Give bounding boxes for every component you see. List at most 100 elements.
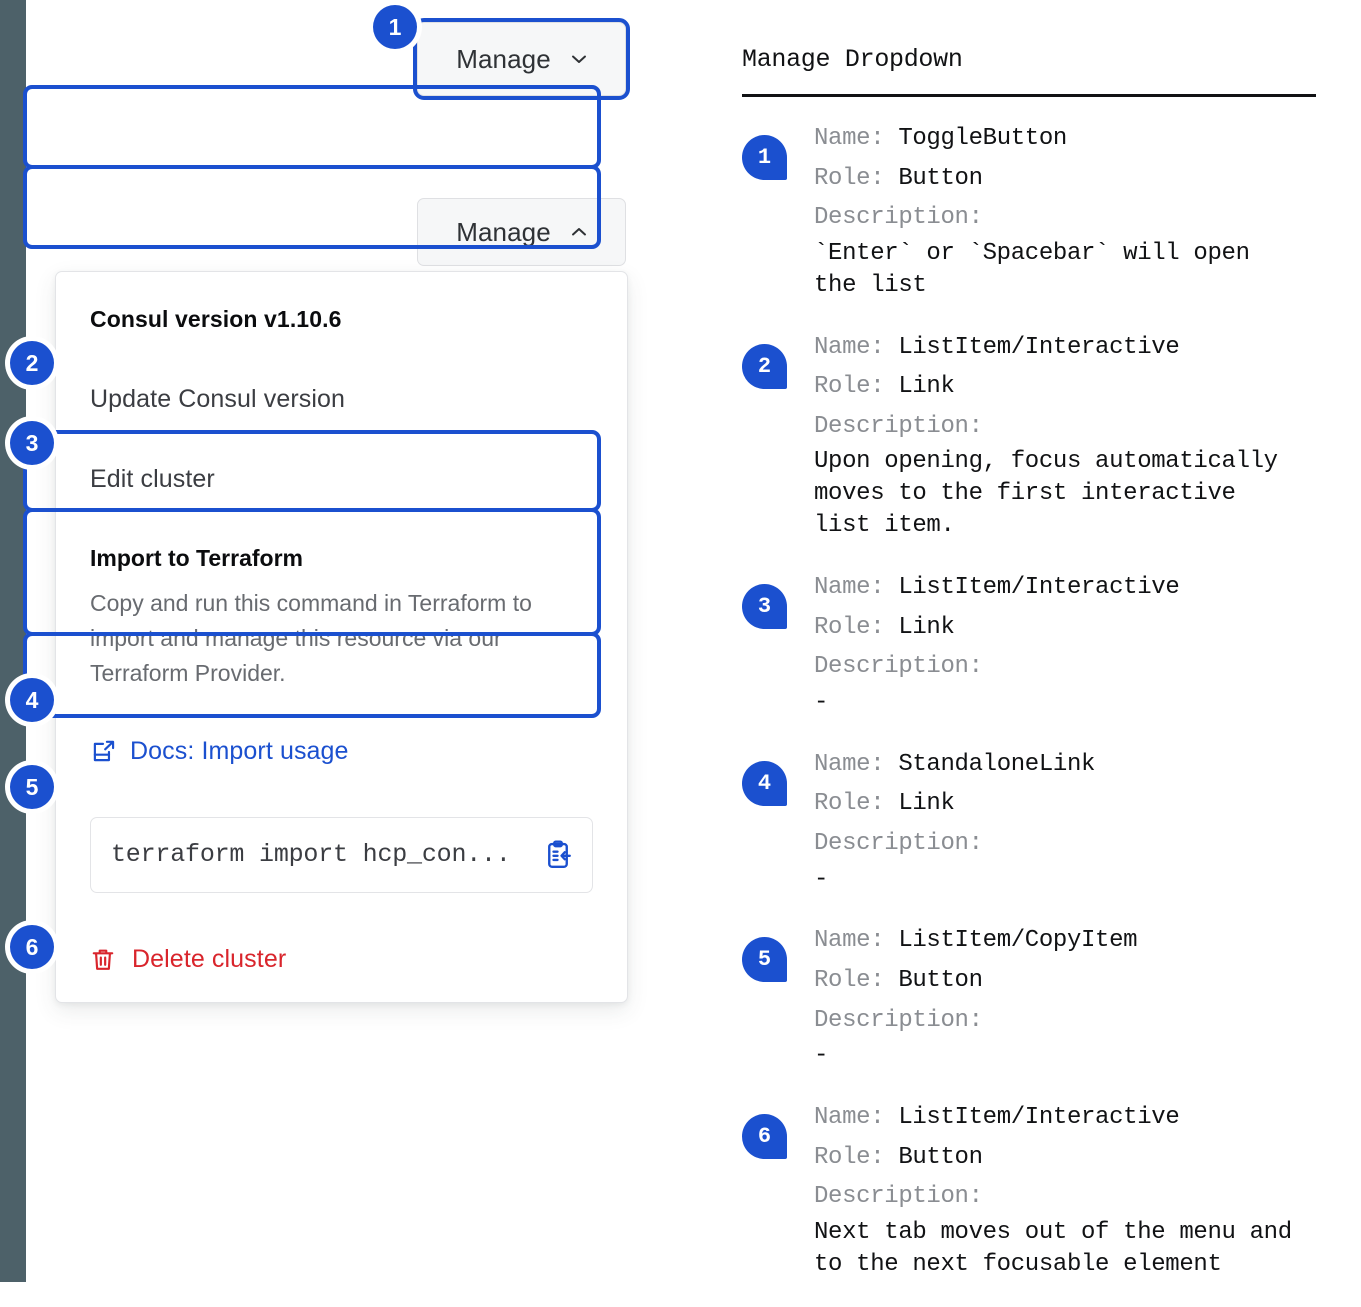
doc-entry-role-value: Link <box>898 790 955 818</box>
terraform-import-command-field[interactable]: terraform import hcp_con... <box>90 816 593 893</box>
doc-entry-pin-badge: 1 <box>742 135 787 180</box>
doc-entry-name-label: Name: <box>814 574 899 602</box>
doc-entry-name-value: ListItem/CopyItem <box>898 927 1138 955</box>
doc-entry-role-label: Role: <box>814 373 899 401</box>
doc-entry-role-value: Button <box>898 164 983 192</box>
consul-version-heading: Consul version v1.10.6 <box>90 306 342 332</box>
marker-badge-6: 6 <box>10 925 54 969</box>
manage-dropdown-menu: Consul version v1.10.6 Update Consul ver… <box>55 271 628 1003</box>
doc-entry-name: Name: ListItem/Interactive <box>814 1098 1342 1138</box>
terraform-command-value: terraform import hcp_con... <box>111 840 511 870</box>
marker-badge-1: 1 <box>373 5 417 49</box>
manage-button-label: Manage <box>456 43 551 74</box>
doc-title-divider <box>742 94 1316 97</box>
menu-item-delete-cluster[interactable]: Delete cluster <box>56 918 627 1002</box>
menu-item-label: Update Consul version <box>90 384 346 413</box>
doc-entry-name: Name: ListItem/CopyItem <box>814 921 1342 961</box>
doc-entry-pin-badge: 2 <box>742 343 787 389</box>
doc-entry-description-label: Description: <box>814 653 983 681</box>
doc-entry-description-value: `Enter` or `Spacebar` will open the list <box>814 239 1250 299</box>
doc-entry-name-value: ListItem/Interactive <box>898 333 1180 361</box>
doc-entry-role: Role: Link <box>814 367 1342 407</box>
doc-entry-name-label: Name: <box>814 333 899 361</box>
doc-entry-description-value: Upon opening, focus automatically moves … <box>814 448 1278 540</box>
doc-entry-role-label: Role: <box>814 164 899 192</box>
doc-entry-role: Role: Button <box>814 1138 1342 1178</box>
doc-entry-name: Name: ListItem/Interactive <box>814 568 1342 608</box>
doc-entry-description-value: - <box>814 1042 829 1070</box>
menu-item-label: Docs: Import usage <box>130 737 349 766</box>
doc-entry-description-value: - <box>814 865 829 893</box>
doc-entry-role-label: Role: <box>814 967 899 995</box>
doc-entry-name-value: ListItem/Interactive <box>898 1104 1180 1132</box>
doc-entry-description-label: Description: <box>814 1183 983 1211</box>
doc-entry-name-value: StandaloneLink <box>898 750 1096 778</box>
doc-entry-role-label: Role: <box>814 1143 899 1171</box>
doc-entry-role-value: Link <box>898 613 955 641</box>
doc-entry-name-label: Name: <box>814 1104 899 1132</box>
doc-entry-description-label: Description: <box>814 829 983 857</box>
doc-entry-description-label: Description: <box>814 412 983 440</box>
doc-entry-pin-badge: 5 <box>742 937 787 983</box>
doc-entry-role-value: Link <box>898 373 955 401</box>
doc-entry-role: Role: Button <box>814 159 1342 199</box>
doc-entry-description-label: Description: <box>814 204 983 232</box>
terraform-import-command-row: terraform import hcp_con... <box>56 792 627 918</box>
manage-dropdown-demo-pane: Manage Manage Consul version v1.10.6 Upd… <box>10 0 660 1282</box>
doc-entry-name-value: ToggleButton <box>898 125 1067 152</box>
doc-entry-name-label: Name: <box>814 927 899 955</box>
doc-entry-description-value: Next tab moves out of the menu and to th… <box>814 1218 1292 1278</box>
doc-entry-name: Name: ToggleButton <box>814 119 1342 159</box>
marker-badge-3: 3 <box>10 421 54 465</box>
doc-entry-role-label: Role: <box>814 790 899 818</box>
doc-entry-description-label: Description: <box>814 1006 983 1034</box>
doc-entry-name: Name: ListItem/Interactive <box>814 328 1342 368</box>
menu-item-label: Edit cluster <box>90 464 215 493</box>
menu-item-docs-import-usage[interactable]: Docs: Import usage <box>56 712 627 792</box>
doc-entry-role: Role: Button <box>814 961 1342 1001</box>
doc-entry-pin-badge: 4 <box>742 760 787 806</box>
doc-entry-name-value: ListItem/Interactive <box>898 574 1180 602</box>
doc-entry-role-label: Role: <box>814 613 899 641</box>
doc-entry-pin-badge: 6 <box>742 1114 787 1160</box>
doc-entry-role: Role: Link <box>814 608 1342 648</box>
left-rail <box>0 0 26 1282</box>
chevron-up-icon <box>569 222 587 240</box>
doc-entry-name-label: Name: <box>814 750 899 778</box>
doc-entry-role: Role: Link <box>814 784 1342 824</box>
doc-entry-name-label: Name: <box>814 125 899 152</box>
clipboard-copy-icon[interactable] <box>544 839 574 870</box>
menu-item-edit-cluster[interactable]: Edit cluster <box>56 439 627 519</box>
manage-button-label: Manage <box>456 216 551 247</box>
focus-outline-update-consul-version <box>23 85 601 169</box>
chevron-down-icon <box>569 49 587 67</box>
manage-toggle-button-expanded[interactable]: Manage <box>417 198 626 266</box>
doc-entry-role-value: Button <box>898 1143 983 1171</box>
doc-entry-description-value: - <box>814 688 829 716</box>
doc-entry-role-value: Button <box>898 967 983 995</box>
menu-item-update-consul-version[interactable]: Update Consul version <box>56 359 627 439</box>
docs-external-link-icon <box>90 739 116 765</box>
marker-badge-2: 2 <box>10 341 54 385</box>
manage-toggle-button-collapsed[interactable]: Manage <box>413 18 630 100</box>
import-to-terraform-description: Copy and run this command in Terraform t… <box>90 590 532 687</box>
menu-item-label: Delete cluster <box>132 945 287 974</box>
doc-entry-pin-badge: 3 <box>742 584 787 630</box>
import-to-terraform-title: Import to Terraform <box>90 545 303 571</box>
marker-badge-5: 5 <box>10 765 54 809</box>
marker-badge-4: 4 <box>10 678 54 722</box>
